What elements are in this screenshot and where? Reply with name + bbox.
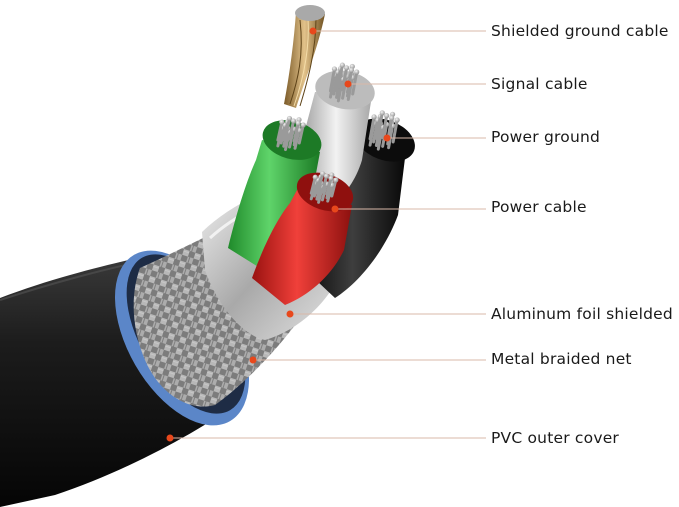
leader-lines [166, 27, 486, 442]
strand-bundle-3 [368, 110, 400, 151]
conductor-strands [276, 62, 400, 204]
label-metal-braided-net: Metal braided net [491, 350, 632, 368]
label-power-cable: Power cable [491, 198, 587, 216]
marker-dot-5 [286, 310, 294, 318]
marker-dot-3 [383, 134, 391, 142]
label-pvc-outer-cover: PVC outer cover [491, 429, 620, 447]
marker-dot-7 [166, 434, 174, 442]
strand-bundle-1 [328, 62, 360, 103]
strand-bundle-4 [309, 171, 339, 204]
label-shielded-ground-cable: Shielded ground cable [491, 22, 669, 40]
label-signal-cable: Signal cable [491, 75, 588, 93]
marker-dot-6 [249, 356, 257, 364]
marker-dot-2 [344, 80, 352, 88]
label-power-ground: Power ground [491, 128, 601, 146]
strand-bundle-2 [276, 115, 306, 152]
marker-dot-4 [331, 205, 339, 213]
label-aluminum-foil-shielded: Aluminum foil shielded [491, 305, 673, 323]
marker-dot-1 [309, 27, 317, 35]
copper-ground-strands [284, 5, 325, 108]
